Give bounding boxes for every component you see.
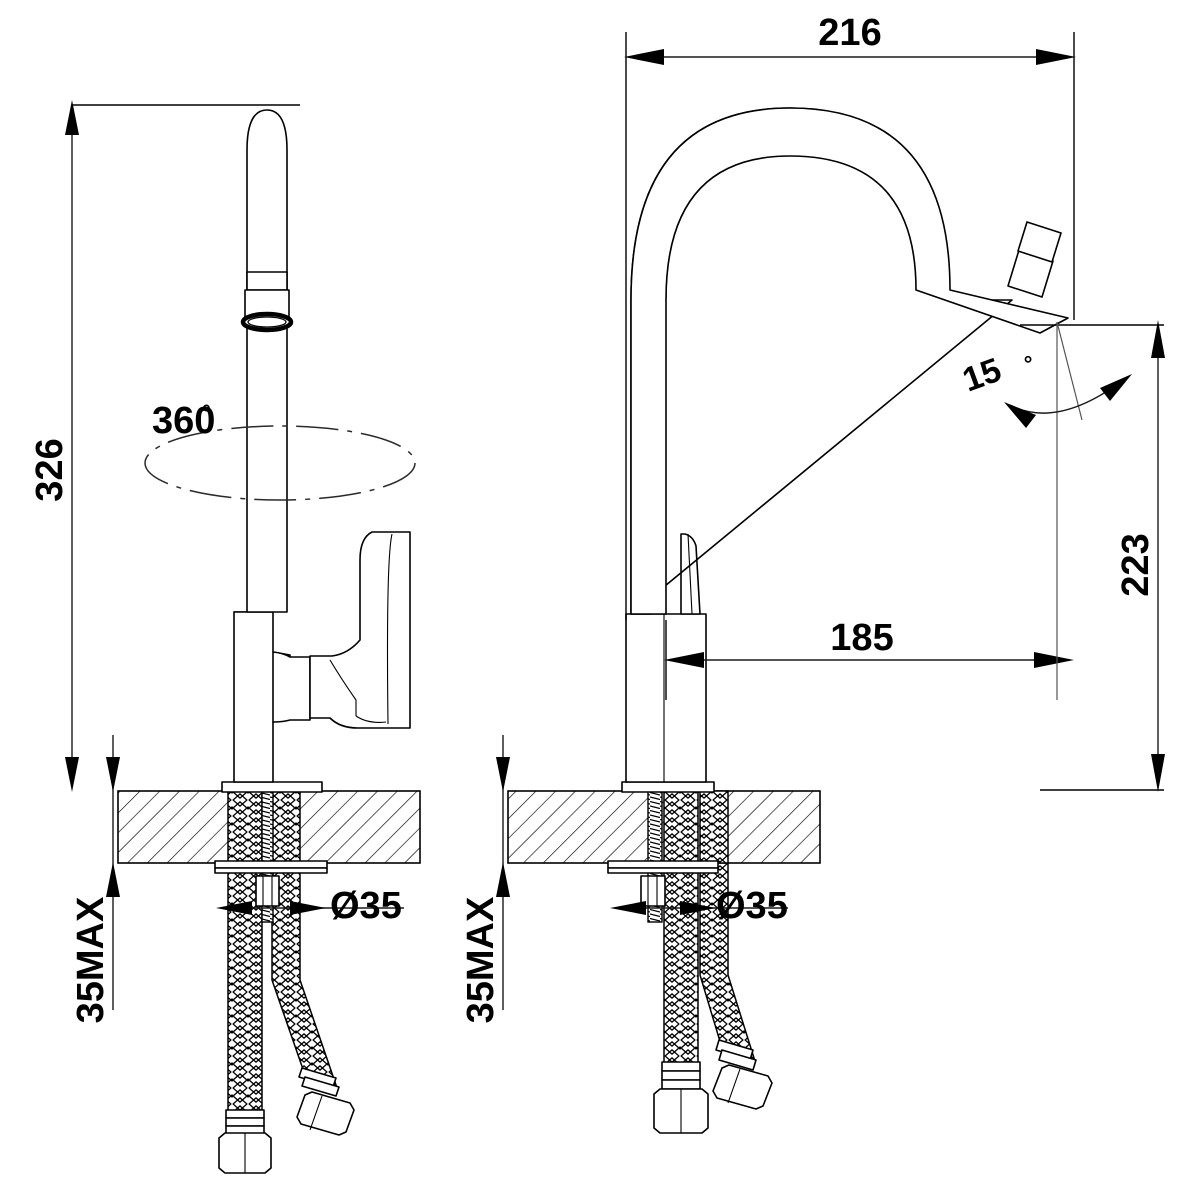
mounting-hardware-side xyxy=(607,781,729,923)
dimension-15-label: 15 xyxy=(958,351,1007,400)
lock-nut-side xyxy=(640,875,666,907)
supply-hose-left-front xyxy=(218,859,272,1174)
lock-nut-front xyxy=(255,875,280,907)
side-view-group: 216 185 223 xyxy=(460,12,1165,1134)
supply-hose-left-side xyxy=(653,859,709,1134)
front-view-group: 326 35MAX Ø35 360 ° xyxy=(29,100,421,1174)
hose-ferrule-right-front xyxy=(298,1067,340,1097)
dimension-216: 216 xyxy=(624,12,1076,620)
dimension-15-degree-symbol: ° xyxy=(1021,350,1038,377)
hose-nut-right-front xyxy=(296,1091,355,1136)
label-360-degree-symbol: ° xyxy=(202,400,211,425)
dimension-326: 326 xyxy=(29,100,300,792)
hose-nut-left-side xyxy=(653,1088,709,1134)
dimension-dia35-side-label: Ø35 xyxy=(716,885,788,927)
dimension-216-label: 216 xyxy=(818,12,881,54)
dimension-dia35-front: Ø35 xyxy=(216,885,404,927)
label-360-value: 360 xyxy=(152,400,215,442)
dimension-dia35-side: Ø35 xyxy=(610,885,788,927)
dimension-dia35-front-label: Ø35 xyxy=(330,885,402,927)
hose-ferrule-left-front xyxy=(225,1109,265,1135)
hose-ferrule-left-side xyxy=(661,1061,701,1090)
hose-nut-right-side xyxy=(712,1064,773,1110)
faucet-body-front xyxy=(233,109,411,783)
dimension-35max-front: 35MAX xyxy=(70,735,120,1023)
dimension-35max-front-label: 35MAX xyxy=(70,896,112,1023)
hose-nut-left-front xyxy=(218,1132,272,1174)
hose-ferrule-right-side xyxy=(715,1039,757,1071)
dimension-15-degrees: 15 ° xyxy=(958,321,1132,700)
dimension-185-label: 185 xyxy=(830,617,893,659)
dimension-35max-side: 35MAX xyxy=(460,735,510,1023)
faucet-body-side xyxy=(625,107,1069,783)
supply-hose-right-side xyxy=(699,861,773,1110)
label-360: 360 ° xyxy=(152,400,215,442)
dimension-185: 185 xyxy=(664,617,1074,700)
dimension-35max-side-label: 35MAX xyxy=(460,896,502,1023)
mounting-hardware-front xyxy=(214,781,328,923)
dimension-223-label: 223 xyxy=(1115,533,1157,596)
dimension-223: 223 xyxy=(1020,320,1165,792)
dimension-326-label: 326 xyxy=(29,438,71,501)
swivel-indicator-360 xyxy=(144,425,416,501)
